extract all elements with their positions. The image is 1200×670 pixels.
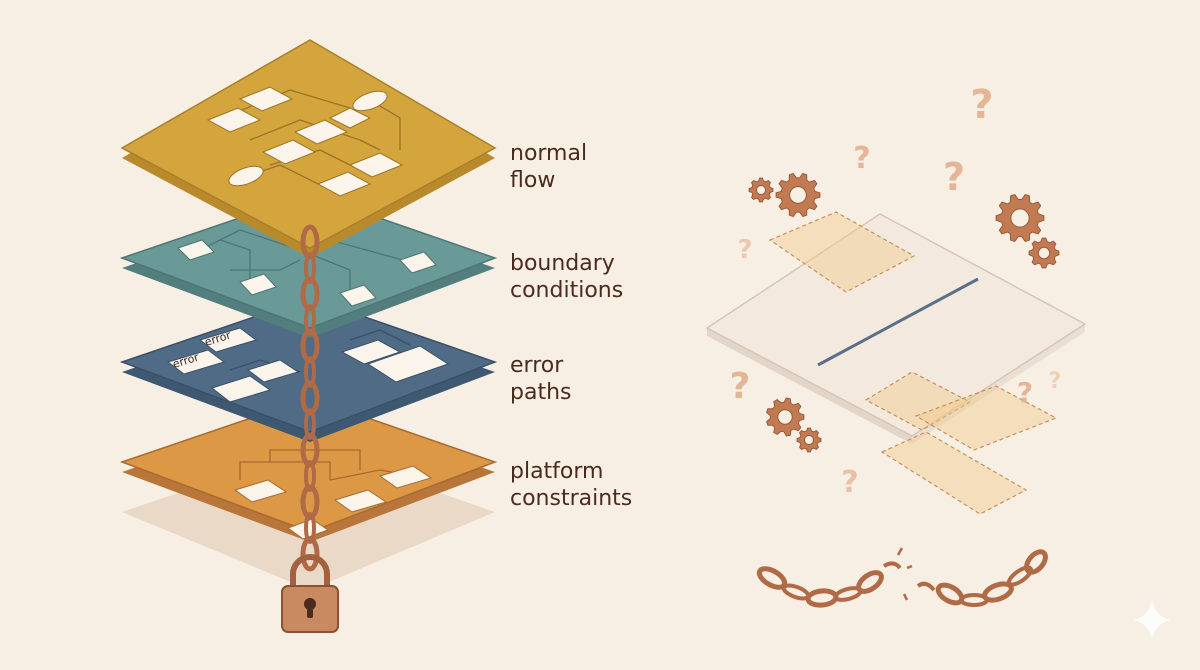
broken-chain-icon [756,547,1048,608]
question-mark-icon: ???????? [730,82,1062,500]
question-mark-icon: ? [1017,376,1033,409]
chain-link [856,570,884,594]
chain-link [300,432,320,468]
gear-icon [796,427,822,453]
chain-link [300,224,320,260]
sparkle-icon [1134,600,1170,640]
question-mark-icon: ? [841,465,858,500]
chain-link [982,581,1014,603]
chain-link [304,356,316,388]
question-mark-icon: ? [1049,369,1062,394]
chain-link [300,380,320,416]
chain-link [304,304,316,336]
chain-link [300,276,320,312]
gear-icon [775,172,821,218]
question-mark-icon: ? [970,82,993,128]
gear-icon [748,177,774,203]
chain-icon [300,224,320,572]
loose-slab [705,213,1087,444]
chain-link [304,460,316,492]
error-tag-2 [166,349,226,375]
gear-icon [995,194,1045,242]
gear-icon [766,397,805,437]
question-mark-icon: ? [853,141,870,176]
question-mark-icon: ? [730,366,751,407]
padlock-icon [281,554,339,633]
chain-link [304,408,316,440]
chain-link [805,588,839,608]
question-mark-icon: ? [943,155,965,199]
layer-normal-flow [120,39,497,258]
chain-link [300,536,320,572]
dashed-patches [768,211,1058,515]
question-mark-icon: ? [737,235,752,265]
chain-link [1006,565,1034,587]
chain-link [304,512,316,544]
chain-link [1024,549,1048,575]
chain-link [300,328,320,364]
error-tag-1 [198,327,258,353]
chain-link [304,252,316,284]
gear-icon [1028,237,1060,269]
gear-icon [748,172,1060,453]
chain-link [300,484,320,520]
